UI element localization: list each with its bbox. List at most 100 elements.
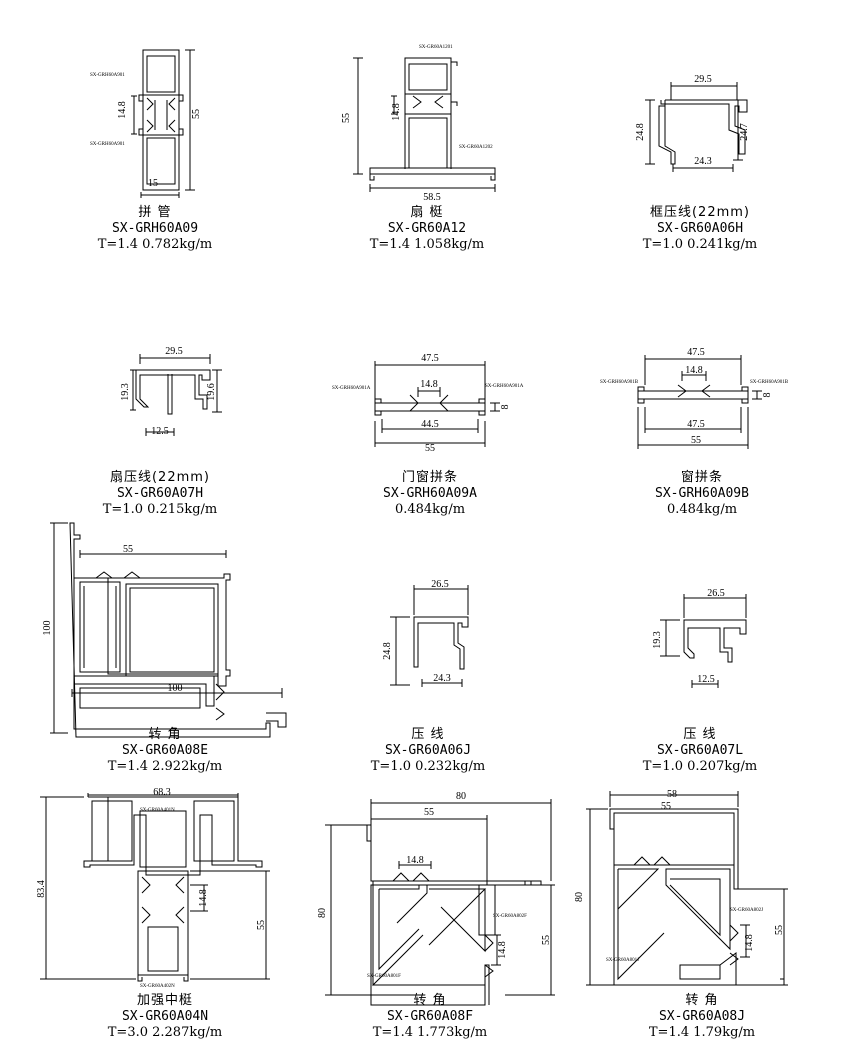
drawing-p3: 29.5 24.8 24.7 24.3 (625, 70, 755, 180)
dim-p9-1: 19.3 (652, 631, 663, 649)
profile-drawing-p7: 55 100 100 (42, 522, 287, 738)
dim-p3-2: 24.7 (739, 123, 750, 141)
part-p2-0: SX-GR60A1201 (419, 45, 453, 50)
dim-p8-2: 24.3 (433, 673, 451, 684)
caption-p9: 压 线 SX-GR60A07L T=1.0 0.207kg/m (590, 727, 810, 775)
dim-p7-2: 100 (168, 683, 183, 694)
profile-model: SX-GR60A07L (656, 743, 744, 758)
caption-p8: 压 线 SX-GR60A06J T=1.0 0.232kg/m (318, 727, 538, 775)
profile-name: 扇 梃 (410, 205, 444, 220)
dim-p7-1: 100 (42, 621, 53, 636)
dim-p12-3: 55 (774, 925, 785, 935)
profile-name: 窗拼条 (680, 470, 723, 485)
dim-p11-1: 55 (424, 807, 434, 818)
dim-p10-0: 68.3 (153, 787, 171, 798)
profile-model: SX-GR60A06J (384, 743, 472, 758)
drawing-p9: 26.5 19.3 12.5 (640, 580, 770, 690)
dim-p4-2: 19.6 (206, 383, 217, 401)
profile-model: SX-GRH60A09B (655, 486, 749, 501)
dim-p3-1: 24.8 (635, 123, 646, 141)
profile-model: SX-GR60A06H (656, 221, 744, 236)
dim-p7-0: 55 (123, 544, 133, 555)
profile-drawing-p2: 58.5 55 14.8 SX-GR60A1201 SX-GR60A1202 (341, 45, 496, 203)
drawing-p12: 58 55 80 55 14.8 SX-GR60A802J SX-GR60A80… (570, 785, 820, 1000)
caption-p2: 扇 梃 SX-GR60A12 T=1.4 1.058kg/m (317, 205, 537, 253)
dim-p6-4: 55 (691, 435, 701, 446)
caption-p5: 门窗拼条 SX-GRH60A09A 0.484kg/m (320, 470, 540, 518)
drawing-p4: 29.5 19.3 19.6 12.5 (110, 340, 240, 440)
dim-p10-2: 14.8 (198, 889, 209, 907)
dim-p5-3: 44.5 (421, 419, 439, 430)
dim-p2-1: 55 (341, 113, 352, 123)
dim-p12-0: 58 (667, 789, 677, 800)
profile-model: SX-GRH60A09 (111, 221, 199, 236)
part-p11-0: SX-GR60A802F (493, 914, 527, 919)
profile-drawing-p10: 68.3 83.4 14.8 55 SX-GR60A401N SX-GR60A4… (36, 787, 270, 989)
profile-drawing-p1: 15 55 14.8 SX-GRH60A901 SX-GRH60A901 (90, 49, 202, 198)
dim-p11-3: 80 (317, 908, 328, 918)
dim-p1-0: 15 (148, 178, 158, 189)
profile-name: 框压线(22mm) (649, 205, 750, 220)
profile-model: SX-GR60A08J (658, 1009, 746, 1024)
profile-model: SX-GR60A08F (386, 1009, 474, 1024)
profile-name: 转 角 (413, 993, 447, 1008)
part-p6-1: SX-GRH60A901B (750, 380, 789, 385)
drawing-p11: 80 55 14.8 80 55 14.8 SX-GR60A802F SX-GR… (305, 785, 565, 1006)
dim-p12-4: 14.8 (744, 934, 755, 952)
profile-spec: 0.484kg/m (666, 502, 738, 517)
profile-drawing-p4: 29.5 19.3 19.6 12.5 (120, 346, 222, 437)
profile-model: SX-GR60A12 (387, 221, 467, 236)
part-p12-1: SX-GR60A801J (606, 958, 639, 963)
dim-p8-0: 26.5 (431, 579, 449, 590)
drawing-p7: 55 100 100 (40, 518, 300, 743)
dim-p12-1: 55 (661, 801, 671, 812)
profile-name: 拼 管 (138, 205, 172, 220)
part-p1-1: SX-GRH60A901 (90, 142, 125, 147)
profile-name: 门窗拼条 (401, 470, 458, 485)
part-p11-1: SX-GR60A801F (367, 974, 401, 979)
part-p10-1: SX-GR60A402N (140, 984, 175, 989)
profile-model: SX-GRH60A09A (383, 486, 477, 501)
profile-name: 加强中梃 (136, 993, 193, 1008)
profile-drawing-p3: 29.5 24.8 24.7 24.3 (635, 74, 750, 172)
profile-spec: T=1.4 1.79kg/m (648, 1025, 756, 1040)
dim-p5-1: 14.8 (420, 379, 438, 390)
profile-drawing-p12: 58 55 80 55 14.8 SX-GR60A802J SX-GR60A80… (574, 789, 788, 986)
dim-p8-1: 24.8 (382, 642, 393, 660)
dim-p9-2: 12.5 (697, 674, 715, 685)
drawing-p2: 58.5 55 14.8 SX-GR60A1201 SX-GR60A1202 (335, 40, 515, 203)
dim-p12-2: 80 (574, 892, 585, 902)
profile-drawing-p6: 47.5 14.8 8 47.5 55 SX-GRH60A901B SX-GRH… (600, 347, 789, 449)
dim-p2-2: 14.8 (391, 103, 402, 121)
profile-spec: T=1.0 0.215kg/m (102, 502, 218, 517)
profile-spec: T=1.4 2.922kg/m (107, 759, 223, 774)
profile-name: 转 角 (685, 993, 719, 1008)
caption-p12: 转 角 SX-GR60A08J T=1.4 1.79kg/m (592, 993, 812, 1041)
profile-spec: T=3.0 2.287kg/m (107, 1025, 223, 1040)
profile-drawing-p8: 26.5 24.8 24.3 (382, 579, 469, 687)
profile-drawing-p9: 26.5 19.3 12.5 (652, 588, 747, 688)
profile-model: SX-GR60A04N (121, 1009, 209, 1024)
dim-p6-0: 47.5 (687, 347, 705, 358)
dim-p4-1: 19.3 (120, 383, 131, 401)
dim-p6-1: 14.8 (685, 365, 703, 376)
caption-p4: 扇压线(22mm) SX-GR60A07H T=1.0 0.215kg/m (50, 470, 270, 518)
dim-p11-4: 55 (541, 935, 552, 945)
dim-p10-3: 55 (256, 920, 267, 930)
drawing-p5: 47.5 14.8 8 44.5 55 SX-GRH60A901A SX-GRH… (330, 345, 530, 455)
profile-spec: T=1.4 1.058kg/m (369, 237, 485, 252)
dim-p3-3: 24.3 (694, 156, 712, 167)
dim-p6-2: 8 (762, 393, 773, 398)
profile-drawing-p5: 47.5 14.8 8 44.5 55 SX-GRH60A901A SX-GRH… (332, 353, 524, 454)
profile-spec: 0.484kg/m (394, 502, 466, 517)
drawing-p6: 47.5 14.8 8 47.5 55 SX-GRH60A901B SX-GRH… (600, 345, 800, 455)
drawing-p8: 26.5 24.8 24.3 (370, 575, 500, 695)
profile-model: SX-GR60A07H (116, 486, 204, 501)
profile-model: SX-GR60A08E (121, 743, 209, 758)
dim-p6-3: 47.5 (687, 419, 705, 430)
dim-p4-3: 12.5 (151, 426, 169, 437)
drawing-p1: 15 55 14.8 SX-GRH60A901 SX-GRH60A901 (85, 40, 225, 200)
dim-p10-1: 83.4 (36, 880, 47, 898)
dim-p4-0: 29.5 (165, 346, 183, 357)
part-p5-0: SX-GRH60A901A (332, 386, 371, 391)
